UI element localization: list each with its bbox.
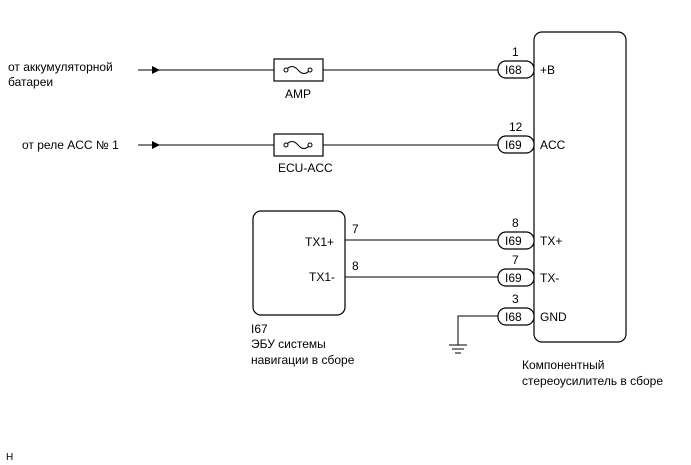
amplifier-pin-8: 8 I69 TX+ <box>497 216 562 250</box>
amplifier-pin-label: +B <box>540 63 555 77</box>
amplifier-pin-number: 12 <box>509 120 523 134</box>
amplifier-name-line2: стереоусилитель в сборе <box>522 374 663 388</box>
connector-badge <box>497 231 535 250</box>
navigation-ecu-pin-tx1-minus: TX1- <box>309 270 335 284</box>
fuse-amp-label: AMP <box>285 87 311 101</box>
amplifier-pin-7: 7 I69 TX- <box>497 253 559 287</box>
connector-label: I69 <box>505 138 522 152</box>
amplifier-pin-number: 7 <box>512 253 519 267</box>
fuse-amp <box>273 58 324 82</box>
ground-symbol-icon <box>449 315 498 354</box>
amplifier-pin-number: 1 <box>512 45 519 59</box>
acc-relay-source-label: от реле ACC № 1 <box>22 138 119 152</box>
fuse-ecu-acc-label: ECU-ACC <box>278 161 333 175</box>
connector-badge <box>497 60 535 79</box>
navigation-ecu-pin-tx1-plus: TX1+ <box>305 235 334 249</box>
connector-badge <box>497 268 535 287</box>
connector-label: I69 <box>505 271 522 285</box>
navigation-ecu-connector: I67 <box>251 322 268 336</box>
battery-source-label-line1: от аккумуляторной <box>8 60 113 74</box>
amplifier-name-line1: Компонентный <box>522 358 604 372</box>
navigation-ecu-name-line1: ЭБУ системы <box>251 337 326 351</box>
battery-arrow <box>152 66 160 74</box>
fuse-ecu-acc <box>273 133 324 157</box>
amplifier-box <box>533 31 627 343</box>
footer-mark: H <box>6 452 13 463</box>
navigation-ecu-pin-number-8: 8 <box>352 259 359 273</box>
connector-badge <box>497 135 535 154</box>
amplifier-pin-3: 3 I68 GND <box>497 292 567 326</box>
amplifier-pin-label: TX+ <box>540 234 562 248</box>
amplifier-pin-label: TX- <box>540 271 559 285</box>
connector-badge <box>497 307 535 326</box>
amplifier-pin-number: 8 <box>512 216 519 230</box>
connector-label: I69 <box>505 234 522 248</box>
amplifier-pin-1: 1 I68 +B <box>497 45 555 79</box>
amplifier-pin-label: ACC <box>540 138 566 152</box>
navigation-ecu-pin-number-7: 7 <box>352 222 359 236</box>
amplifier-pin-label: GND <box>540 310 567 324</box>
navigation-ecu-name-line2: навигации в сборе <box>251 353 355 367</box>
connector-label: I68 <box>505 310 522 324</box>
amplifier-pin-number: 3 <box>512 292 519 306</box>
battery-source-label-line2: батареи <box>8 75 53 89</box>
acc-arrow <box>152 141 160 149</box>
amplifier-pin-12: 12 I69 ACC <box>497 120 566 154</box>
connector-label: I68 <box>505 63 522 77</box>
navigation-ecu-box <box>252 210 346 316</box>
